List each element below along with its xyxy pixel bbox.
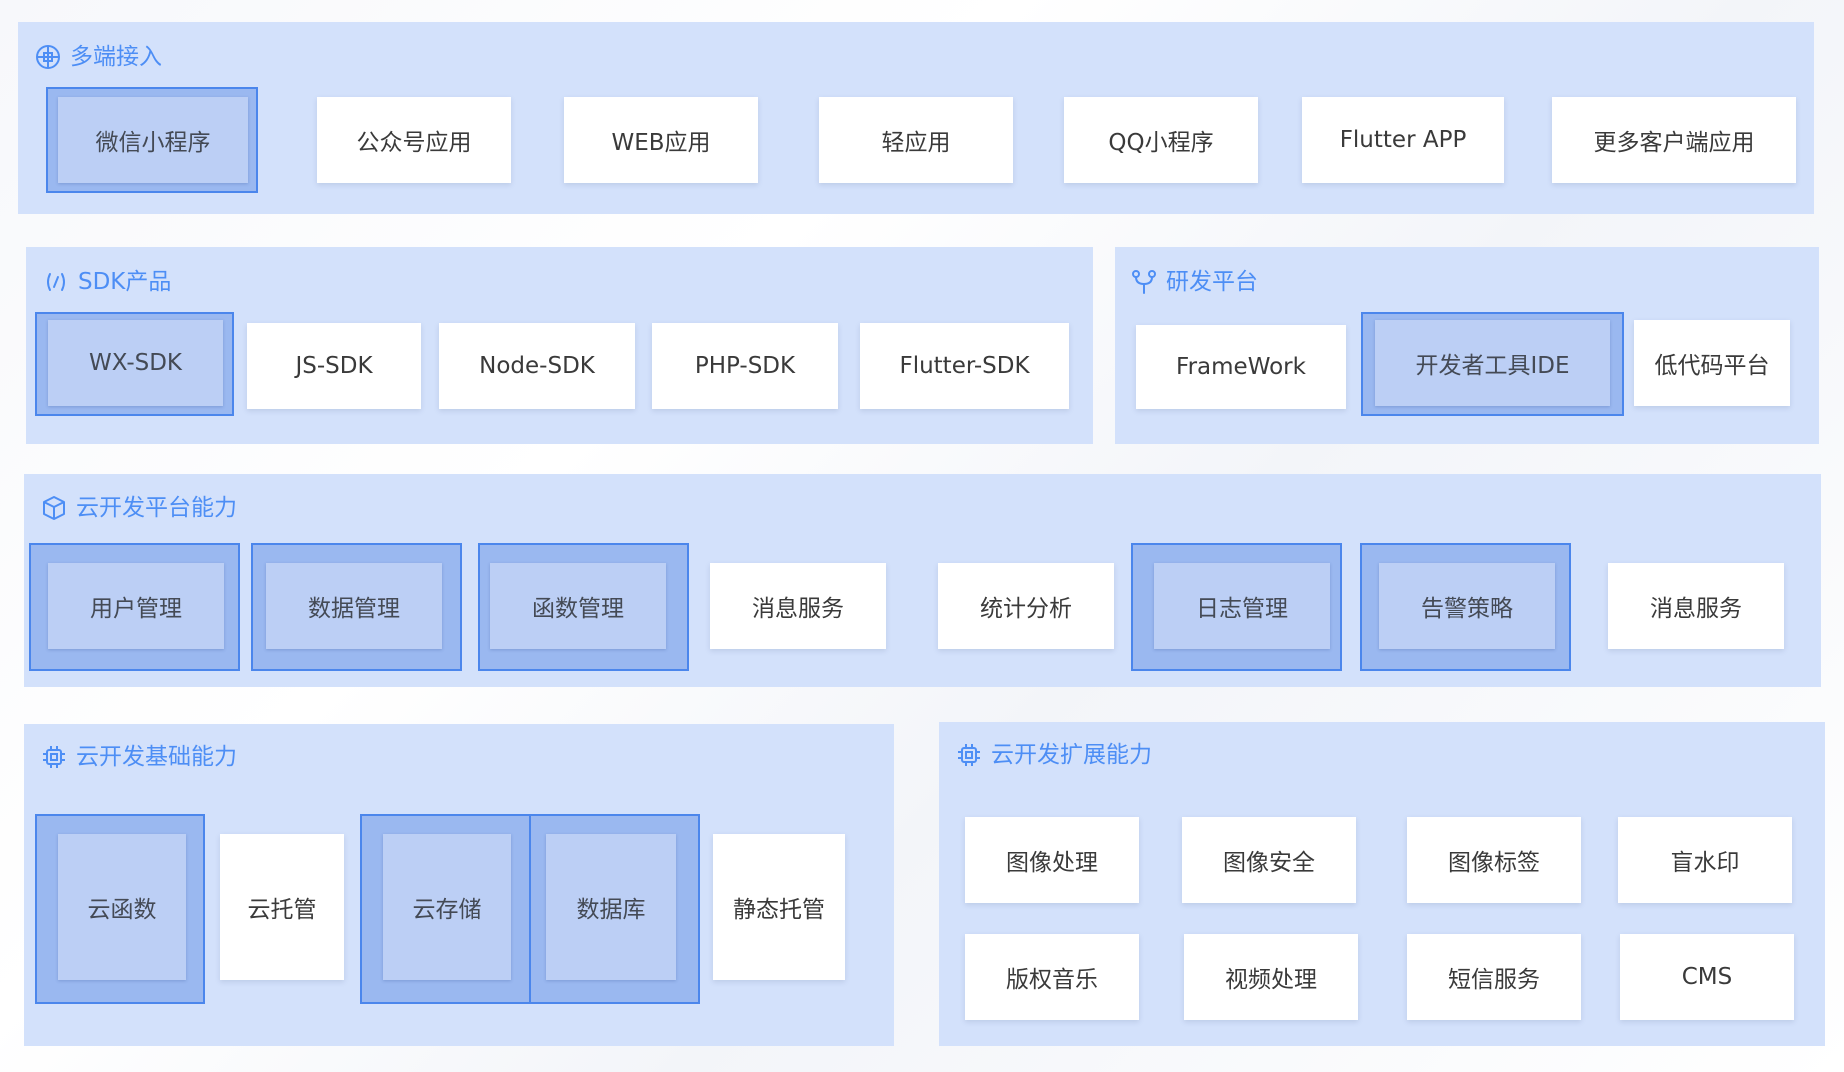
item-qq-miniprogram[interactable]: QQ小程序 (1064, 97, 1258, 183)
item-message-service[interactable]: 消息服务 (1608, 563, 1784, 649)
item-video-processing[interactable]: 视频处理 (1184, 934, 1358, 1020)
section-title-text: SDK产品 (78, 268, 172, 295)
section-title-text: 云开发平台能力 (76, 494, 237, 521)
section-title-dev-platform: 研发平台 (1130, 268, 1258, 296)
section-title-extension-capability: 云开发扩展能力 (955, 741, 1152, 769)
code-brackets-icon (47, 273, 65, 291)
item-alert-strategy[interactable]: 告警策略 (1379, 563, 1555, 649)
item-function-management[interactable]: 函数管理 (490, 563, 666, 649)
item-official-account-app[interactable]: 公众号应用 (317, 97, 511, 183)
item-sms-service[interactable]: 短信服务 (1407, 934, 1581, 1020)
item-statistics-analysis[interactable]: 统计分析 (938, 563, 1114, 649)
item-database[interactable]: 数据库 (546, 834, 676, 980)
item-copyright-music[interactable]: 版权音乐 (965, 934, 1139, 1020)
item-web-app[interactable]: WEB应用 (564, 97, 758, 183)
item-more-clients[interactable]: 更多客户端应用 (1552, 97, 1796, 183)
network-grid-icon (36, 45, 60, 69)
section-title-text: 云开发基础能力 (76, 743, 237, 770)
item-cms[interactable]: CMS (1620, 934, 1794, 1020)
item-cloud-storage[interactable]: 云存储 (383, 834, 511, 980)
cube-icon (43, 496, 65, 520)
chip-icon (43, 746, 65, 768)
item-wechat-miniprogram[interactable]: 微信小程序 (58, 97, 248, 183)
item-blind-watermark[interactable]: 盲水印 (1618, 817, 1792, 903)
chip-icon (958, 744, 980, 766)
item-developer-tools-ide[interactable]: 开发者工具IDE (1375, 320, 1610, 406)
item-cloud-function[interactable]: 云函数 (58, 834, 186, 980)
item-flutter-sdk[interactable]: Flutter-SDK (860, 323, 1069, 409)
item-low-code-platform[interactable]: 低代码平台 (1634, 320, 1790, 406)
section-title-sdk: SDK产品 (42, 268, 171, 296)
item-js-sdk[interactable]: JS-SDK (247, 323, 421, 409)
section-title-text: 多端接入 (70, 43, 162, 70)
item-log-management[interactable]: 日志管理 (1154, 563, 1330, 649)
section-title-platform-capability: 云开发平台能力 (40, 494, 237, 522)
item-framework[interactable]: FrameWork (1136, 325, 1346, 409)
item-node-sdk[interactable]: Node-SDK (439, 323, 635, 409)
section-title-multi-access: 多端接入 (34, 43, 162, 71)
item-image-tagging[interactable]: 图像标签 (1407, 817, 1581, 903)
item-user-management[interactable]: 用户管理 (48, 563, 224, 649)
item-image-security[interactable]: 图像安全 (1182, 817, 1356, 903)
item-php-sdk[interactable]: PHP-SDK (652, 323, 838, 409)
item-data-management[interactable]: 数据管理 (266, 563, 442, 649)
item-image-processing[interactable]: 图像处理 (965, 817, 1139, 903)
section-title-basic-capability: 云开发基础能力 (40, 743, 237, 771)
section-title-text: 云开发扩展能力 (991, 741, 1152, 768)
item-wx-sdk[interactable]: WX-SDK (48, 320, 223, 406)
branch-fork-icon (1132, 270, 1156, 294)
section-title-text: 研发平台 (1166, 268, 1258, 295)
item-flutter-app[interactable]: Flutter APP (1302, 97, 1504, 183)
item-cloud-hosting[interactable]: 云托管 (220, 834, 344, 980)
frame-divider (529, 814, 531, 1004)
item-light-app[interactable]: 轻应用 (819, 97, 1013, 183)
item-static-hosting[interactable]: 静态托管 (713, 834, 845, 980)
item-message-service[interactable]: 消息服务 (710, 563, 886, 649)
